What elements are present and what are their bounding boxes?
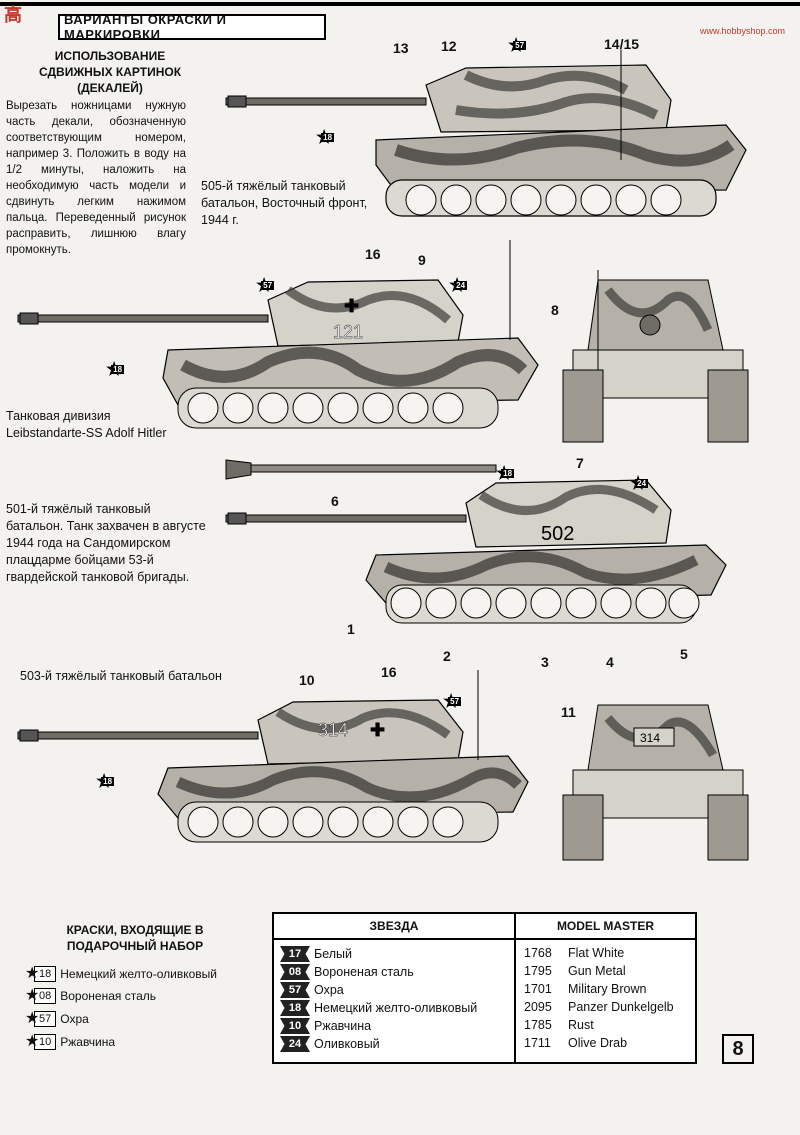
callout-14-15: 14/15 <box>604 36 640 52</box>
callout-16: 16 <box>365 246 381 262</box>
tank-2-caption: Танковая дивизия Leibstandarte-SS Adolf … <box>6 409 167 440</box>
tank-1-caption: 505-й тяжёлый танковый батальон, Восточн… <box>201 179 368 227</box>
table-header-model-master: MODEL MASTER <box>516 914 695 940</box>
header-title: ВАРИАНТЫ ОКРАСКИ И МАРКИРОВКИ <box>64 12 227 42</box>
callout-1: 1 <box>347 621 355 637</box>
tank-2-illustration: 121 ✚ <box>17 240 539 429</box>
page-header: ВАРИАНТЫ ОКРАСКИ И МАРКИРОВКИ <box>58 12 326 42</box>
tank-3-illustration: 502 <box>225 459 727 624</box>
callout-11: 11 <box>561 704 576 720</box>
callout-3: 3 <box>541 654 549 670</box>
paint-badge-24: ★24 <box>449 276 468 294</box>
instructions-body: Вырезать ножницами нужную часть декали, … <box>6 100 186 256</box>
paint-badge-18: ★18 <box>316 128 335 146</box>
callout-10: 10 <box>299 672 315 688</box>
callout-7: 7 <box>576 455 584 471</box>
rear-turret-number: 314 <box>640 731 660 745</box>
tank-4-turret-number: 314 <box>318 720 348 740</box>
site-logo: 高 <box>4 6 58 40</box>
logo-mark: 高 <box>4 5 22 25</box>
instructions-title: ИСПОЛЬЗОВАНИЕ СДВИЖНЫХ КАРТИНОК (ДЕКАЛЕЙ… <box>38 49 182 95</box>
callout-5: 5 <box>680 646 688 662</box>
page-number: 8 <box>722 1034 754 1064</box>
kit-paint-08: ★08 Вороненая сталь <box>25 987 156 1004</box>
tank-1-illustration <box>225 50 747 217</box>
tank-4-caption: 503-й тяжёлый танковый батальон <box>20 669 222 683</box>
kit-paint-18: ★18 Немецкий желто-оливковый <box>25 965 217 982</box>
rear-view-1 <box>562 270 749 443</box>
kit-paint-57: ★57 Охра <box>25 1010 89 1027</box>
tank-3-caption: 501-й тяжёлый танковый батальон. Танк за… <box>6 502 206 584</box>
paint-badge-57: ★57 <box>443 692 462 710</box>
callout-13: 13 <box>393 40 409 56</box>
callout-2: 2 <box>443 648 451 664</box>
paint-badge-18: ★18 <box>96 772 115 790</box>
paint-badge-18: ★18 <box>496 464 515 482</box>
callout-9: 9 <box>418 252 426 268</box>
callout-16: 16 <box>381 664 397 680</box>
kit-paint-10: ★10 Ржавчина <box>25 1033 116 1050</box>
paint-badge-57: ★57 <box>508 36 527 54</box>
top-rule <box>0 2 800 6</box>
callout-6: 6 <box>331 493 339 509</box>
callout-12: 12 <box>441 38 457 54</box>
paints-kit-title: КРАСКИ, ВХОДЯЩИЕ В ПОДАРОЧНЫЙ НАБОР <box>66 923 204 953</box>
paint-badge-24: ★24 <box>630 474 649 492</box>
svg-text:✚: ✚ <box>344 296 359 316</box>
callout-4: 4 <box>606 654 614 670</box>
tank-3-turret-number: 502 <box>541 523 574 545</box>
paint-badge-57: ★57 <box>256 276 275 294</box>
table-header-zvezda: ЗВЕЗДА <box>274 914 514 940</box>
tank-4-illustration: 314 ✚ <box>17 670 529 843</box>
rear-view-2: 314 <box>562 704 749 861</box>
tank-2-turret-number: 121 <box>333 322 363 342</box>
paint-badge-18: ★18 <box>106 360 125 378</box>
table-column-divider <box>514 914 516 1062</box>
svg-text:✚: ✚ <box>370 720 385 740</box>
callout-8: 8 <box>551 302 559 318</box>
watermark-url: www.hobbyshop.com <box>700 26 786 36</box>
